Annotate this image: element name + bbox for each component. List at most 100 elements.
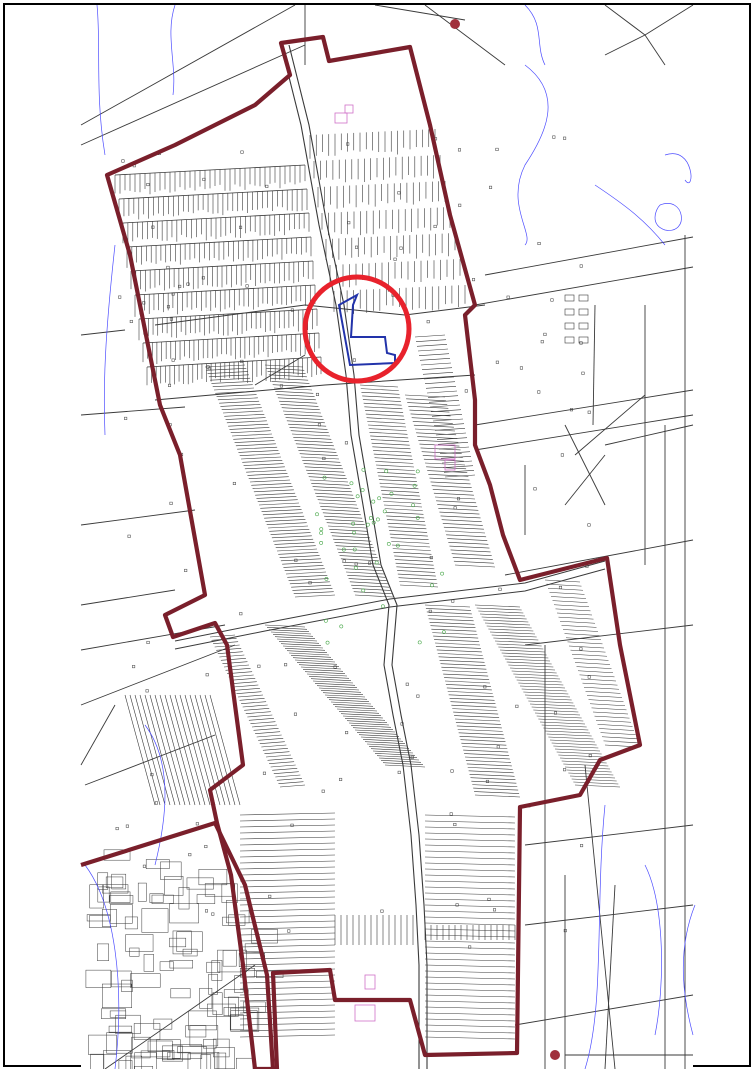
parcel-strip [316, 496, 355, 499]
parcel-strip [544, 730, 591, 734]
parcel-strip [514, 676, 561, 680]
field-line [424, 886, 516, 890]
building-mark [206, 365, 210, 369]
vegetation-mark [374, 560, 379, 565]
parcel-strip [437, 653, 483, 656]
lot [171, 1044, 203, 1060]
building-mark [171, 292, 175, 296]
parcel-strip [270, 532, 311, 535]
lot [169, 903, 199, 924]
parcel-strip [555, 608, 591, 612]
parcel-strip [364, 406, 403, 410]
parcel-strip [474, 791, 520, 794]
parcel-strip [368, 746, 410, 749]
lot [102, 983, 132, 1008]
parcel-row-line [114, 164, 306, 176]
lot [167, 1051, 191, 1060]
lot [88, 1034, 117, 1055]
parcel-strip [362, 739, 404, 742]
parcel-strip [443, 470, 475, 473]
building-mark [239, 612, 243, 616]
parcel-strip [364, 741, 406, 744]
field-line [239, 866, 336, 870]
parcel-strip [297, 446, 336, 450]
lot [90, 1053, 105, 1069]
parcel-strip [541, 724, 587, 728]
vegetation-mark [415, 516, 420, 520]
parcel-strip [437, 504, 478, 507]
facility-building [578, 322, 589, 330]
parcel-strip [276, 394, 315, 397]
road-line [564, 454, 606, 506]
road-line [484, 236, 694, 276]
parcel-strip [269, 761, 295, 764]
parcel-strip [274, 542, 315, 545]
parcel-strip [274, 636, 316, 639]
waterway [584, 804, 606, 1069]
vegetation-mark [386, 542, 391, 546]
parcel-strip [436, 649, 482, 653]
parcel-strip [435, 432, 467, 436]
parcel-strip [265, 519, 306, 522]
building-mark [257, 664, 261, 668]
field-line [239, 992, 336, 996]
road-line [604, 5, 646, 36]
cadastral-map[interactable] [5, 5, 753, 1069]
building-mark [125, 824, 129, 828]
vegetation-mark [355, 494, 360, 499]
parcel-strip [284, 568, 325, 572]
parcel-strip [270, 631, 312, 635]
parcel-strip [421, 367, 453, 370]
field-line [184, 694, 216, 806]
parcel-strip [273, 771, 299, 774]
parcel-strip [439, 511, 480, 515]
parcel-strip [422, 372, 454, 375]
parcel-strip [300, 666, 342, 670]
parcel-strip [568, 645, 605, 649]
street-line [154, 374, 476, 401]
lot [222, 950, 237, 967]
building-mark [457, 148, 461, 152]
parcel-strip [418, 353, 450, 356]
parcel-strip [518, 682, 564, 686]
parcel-strip [311, 482, 350, 486]
building-mark [468, 945, 472, 949]
parcel-strip [474, 794, 521, 798]
vegetation-mark [389, 491, 394, 496]
parcel-strip [577, 670, 614, 674]
parcel-strip [559, 757, 606, 761]
lot [110, 891, 131, 903]
parcel-strip [425, 386, 457, 389]
parcel-strip [365, 410, 404, 413]
parcel-strip [282, 561, 323, 565]
lot [133, 1066, 154, 1069]
field-line [424, 952, 516, 956]
parcel-strip [420, 362, 452, 366]
parcel-strip [315, 492, 354, 496]
parcel-strip [456, 725, 502, 729]
building-mark [166, 265, 170, 269]
vegetation-mark [319, 541, 324, 545]
parcel-strip [374, 753, 416, 756]
parcel-strip [371, 442, 410, 446]
parcel-strip [261, 744, 287, 748]
building-mark [146, 640, 150, 644]
building-mark [184, 568, 188, 572]
parcel-strip [229, 427, 270, 430]
parcel-strip [248, 476, 289, 480]
parcel-strip [370, 748, 412, 751]
parcel-strip [329, 528, 368, 532]
lot [141, 908, 169, 933]
road-line [592, 304, 596, 426]
lot [156, 1039, 181, 1059]
parcel-strip [427, 615, 473, 618]
parcel-strip [326, 522, 365, 526]
parcel-strip [449, 545, 490, 549]
lot [124, 916, 138, 930]
parcel-strip [279, 400, 318, 404]
parcel-strip [370, 439, 409, 442]
parcel-strip [365, 413, 404, 417]
parcel-strip [427, 470, 468, 473]
parcel-strip [556, 751, 602, 755]
boundary-node [450, 19, 460, 29]
